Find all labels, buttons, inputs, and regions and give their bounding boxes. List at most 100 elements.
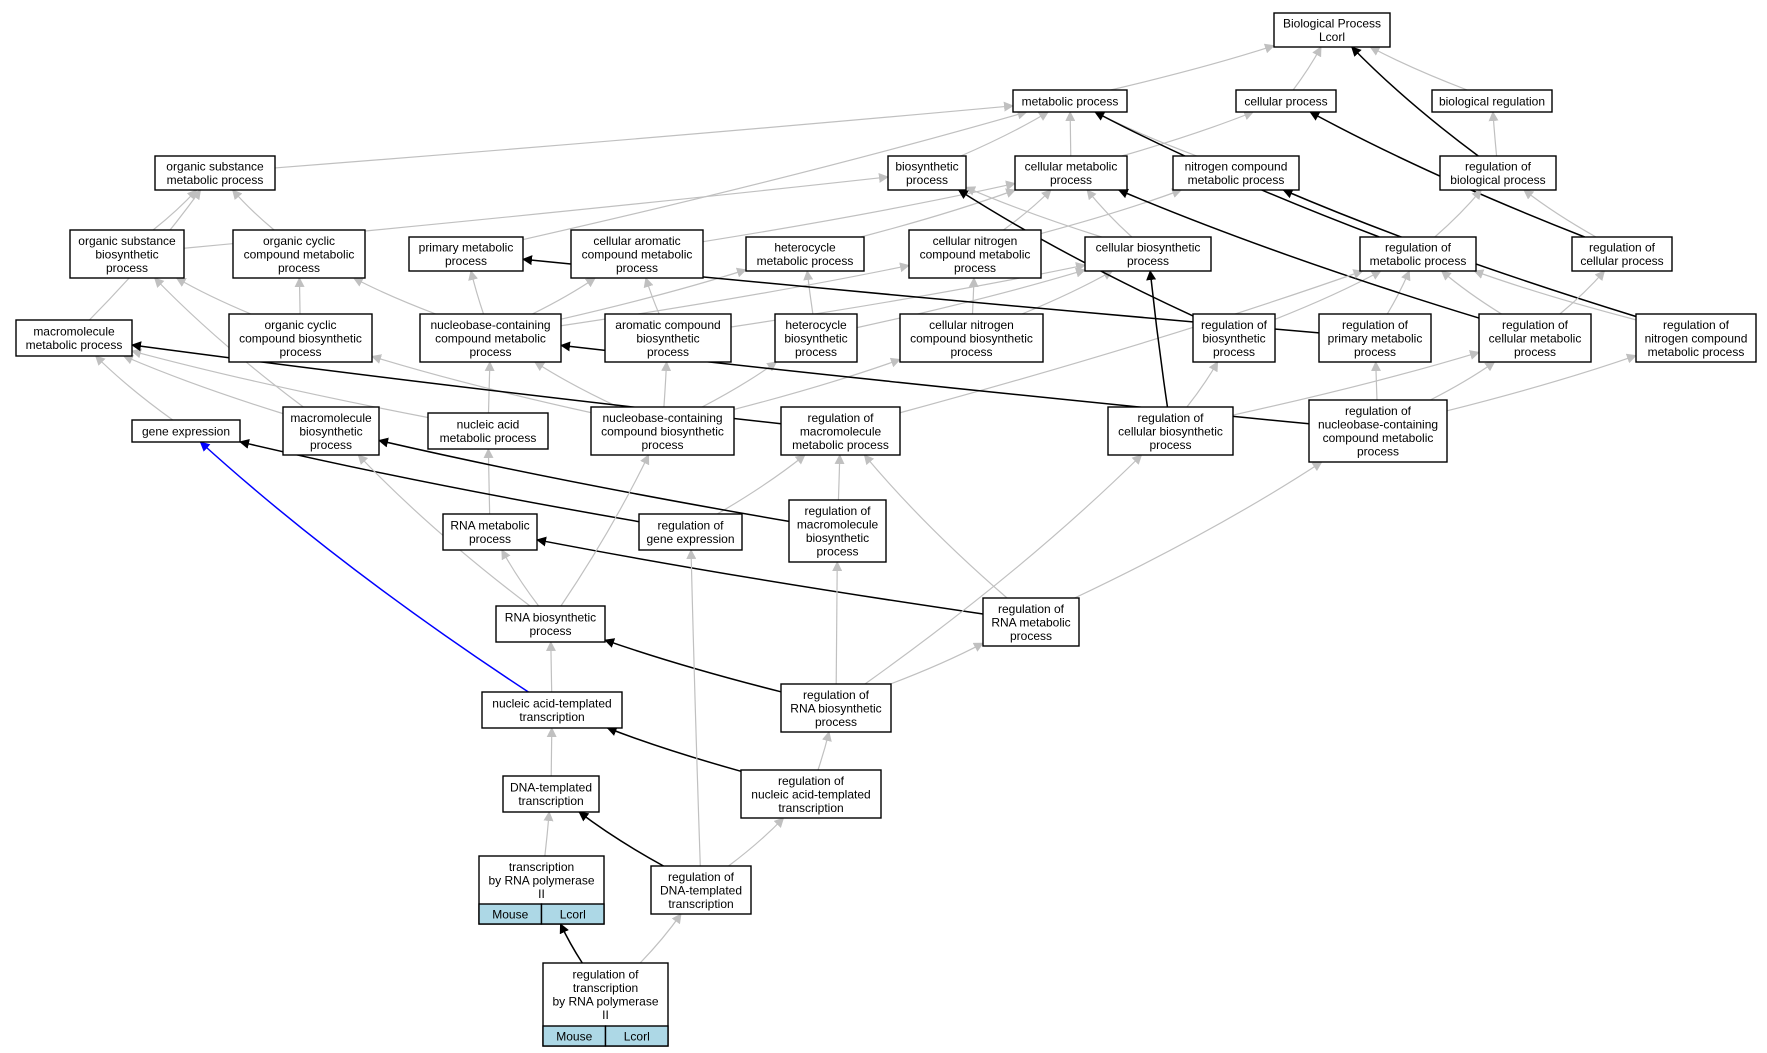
edge-rcmp-to-rmp — [1440, 270, 1502, 315]
node-label-line: cellular biosynthetic — [1096, 241, 1201, 255]
node-box — [1308, 399, 1448, 463]
go-term-node-mp[interactable]: metabolic process — [1012, 89, 1128, 113]
go-term-node-rmbp[interactable]: regulation ofmacromoleculebiosyntheticpr… — [788, 499, 887, 563]
node-label-line: process — [795, 345, 837, 359]
node-label-line: metabolic process — [167, 173, 264, 187]
edge-rrmp-to-rmmp — [863, 454, 1008, 599]
node-box — [745, 236, 865, 272]
node-label-line: process — [469, 532, 511, 546]
node-box — [638, 513, 743, 551]
node-box — [1192, 313, 1276, 363]
node-label-line: regulation of — [1345, 404, 1412, 418]
edge-rbp2-to-nccbp — [560, 454, 650, 607]
edge-nccbp-to-nccmp — [534, 361, 619, 408]
edge-nccmp-to-hmp — [560, 267, 747, 320]
node-label-line: cellular biosynthetic — [1118, 424, 1223, 438]
node-label-line: organic substance — [166, 160, 264, 174]
node-label-line: process — [1010, 629, 1052, 643]
node-label-line: cellular aromatic — [593, 234, 680, 248]
node-label-line: heterocycle — [785, 318, 847, 332]
node-box — [570, 229, 704, 279]
node-box — [1439, 155, 1557, 191]
node-label-line: II — [602, 1008, 609, 1022]
node-label-line: metabolic process — [1648, 345, 1745, 359]
edge-tp2-to-dtt — [543, 811, 554, 857]
node-label-line: RNA biosynthetic — [505, 611, 596, 625]
node-label-line: organic cyclic — [263, 234, 335, 248]
go-term-node-cp[interactable]: cellular process — [1235, 89, 1337, 113]
node-box — [1635, 313, 1757, 363]
node-box — [1012, 89, 1128, 113]
edge-br-to-bp — [1369, 46, 1468, 91]
node-label-line: nucleic acid-templated — [492, 697, 611, 711]
go-term-node-ge[interactable]: gene expression — [131, 419, 241, 443]
edge-ge-to-mmp — [94, 355, 174, 421]
node-box — [1318, 313, 1432, 363]
node-label-line: metabolic process — [757, 254, 854, 268]
node-label-line: regulation of — [803, 688, 870, 702]
edge-rtp2-to-rdtt — [639, 913, 682, 964]
edge-rmmp-to-rmp — [899, 269, 1364, 414]
node-label-line: regulation of — [1502, 318, 1569, 332]
go-term-node-br[interactable]: biological regulation — [1431, 89, 1553, 113]
node-label-line: regulation of — [1589, 241, 1656, 255]
go-term-node-rnccmp[interactable]: regulation ofnucleobase-containingcompou… — [1308, 399, 1448, 463]
edge-osmp-to-mp — [274, 101, 1014, 169]
node-label-line: compound biosynthetic — [910, 331, 1033, 345]
node-label-line: compound metabolic — [920, 247, 1031, 261]
edge-occbp-to-occmp — [294, 277, 305, 315]
node-box — [982, 597, 1080, 647]
node-box — [650, 865, 752, 915]
node-label-line: gene expression — [142, 424, 230, 438]
edge-nccmp-to-occmp — [352, 277, 436, 315]
node-label-line: transcription — [509, 860, 574, 874]
edge-hbp-to-cbp — [856, 267, 1086, 329]
node-label-line: process — [1213, 345, 1255, 359]
edge-rbp-to-bp — [1351, 46, 1479, 157]
edge-nccbp-to-hbp — [701, 361, 778, 408]
node-label-line: regulation of — [1201, 318, 1268, 332]
edge-rcp-to-rbp — [1523, 189, 1597, 238]
